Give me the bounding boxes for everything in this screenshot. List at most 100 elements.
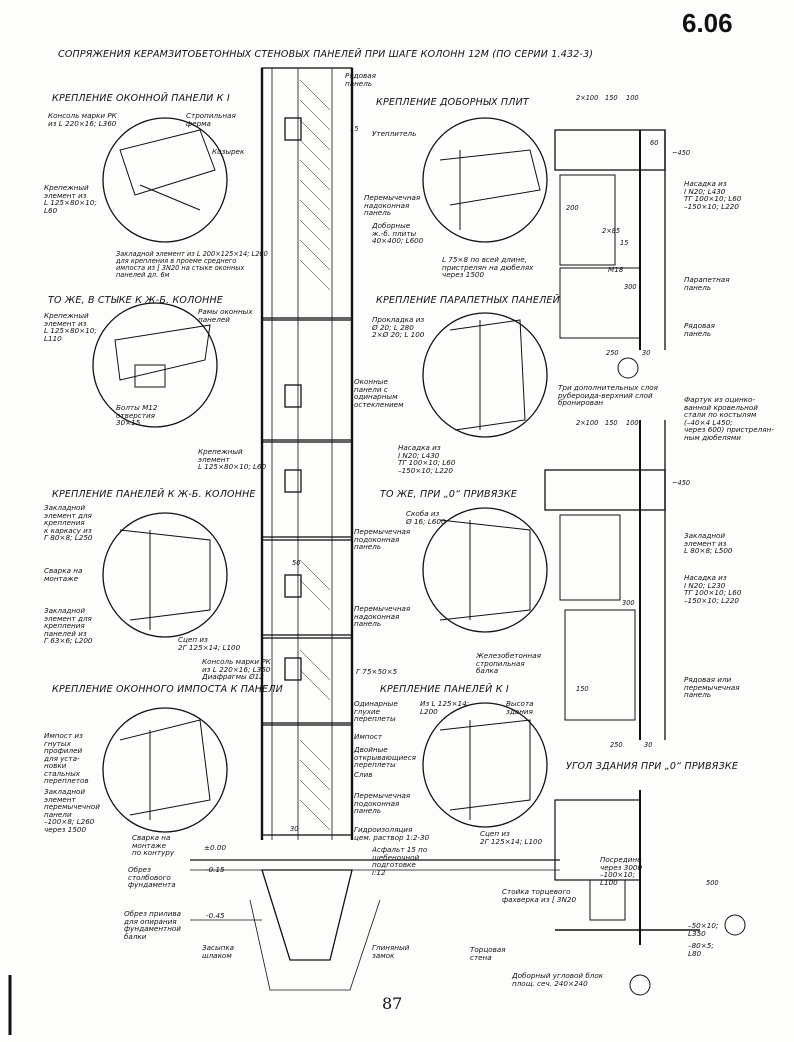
label-bracket: Скоба из Ø 16; L600 <box>406 509 446 526</box>
detail-impost <box>102 707 228 833</box>
label-beam-support: Обрез прилива для опирания фундаментной … <box>124 909 182 941</box>
label-foundation-cut: Обрез столбового фундамента <box>128 865 176 890</box>
label-waterproof: Гидроизоляция цем. раствор 1:2-30 <box>354 825 430 842</box>
detail-window-column <box>92 302 218 428</box>
dim-50-mid: 50 <box>292 559 301 567</box>
dim-250-bot: 250 <box>610 741 623 749</box>
dim-250-top: 250 <box>606 349 619 357</box>
dim-100-top: 100 <box>626 94 639 102</box>
label-l75: L 75×8 по всей длине, пристрелян на дюбе… <box>442 255 534 280</box>
label-window-frames: Рамы оконных панелей <box>198 307 253 324</box>
dim-150-beam: 150 <box>576 685 589 693</box>
dim-100-bot: 100 <box>626 419 639 427</box>
detail-zero-binding <box>422 507 548 633</box>
dim-500: 500 <box>706 879 719 887</box>
parapet-section-top <box>554 129 666 379</box>
label-rafter-truss: Стропильная ферма <box>186 111 236 128</box>
label-row-or-jumper: Рядовая или перемычечная панель <box>684 675 740 700</box>
section-window-impost: КРЕПЛЕНИЕ ОКОННОГО ИМПОСТА К ПАНЕЛИ <box>52 684 283 695</box>
label-building-height: Высота здания <box>506 699 534 716</box>
label-from-l125: Из L 125×14; L200 <box>420 699 470 716</box>
dim-60-top: 60 <box>650 139 659 147</box>
detail-panels-I <box>422 702 548 828</box>
dim-150-top: 150 <box>605 94 618 102</box>
dim-30-low: 30 <box>290 825 299 833</box>
label-embedded-impost: Закладной элемент из L 200×125×14; L200 … <box>116 250 268 279</box>
page-title: СОПРЯЖЕНИЯ КЕРАМЗИТОБЕТОННЫХ СТЕНОВЫХ ПА… <box>58 49 594 60</box>
dim-30-bot: 30 <box>644 741 653 749</box>
label-extra-corner: Доборный угловой блок площ. сеч. 240×240 <box>512 971 604 988</box>
label-jumper-overwindow: Перемычечная надоконная панель <box>354 604 411 629</box>
label-apron: Фартук из оцинко- ванной кровельной стал… <box>684 395 774 442</box>
label-fastening-3: Крепежный элемент L 125×80×10; L60 <box>198 447 267 472</box>
label-rc-beam: Железобетонная стропильная балка <box>476 651 541 676</box>
dim-30-top: 30 <box>642 349 651 357</box>
dim-450-top: ~450 <box>672 149 691 157</box>
label-insulation: Утеплитель <box>372 129 417 138</box>
label-hanger: Сцеп из 2Г 125×14; L100 <box>178 635 241 652</box>
label-weld-site: Сварка на монтаже <box>44 566 83 583</box>
page-number: 87 <box>382 994 403 1013</box>
label-minus045: -0.45 <box>206 911 225 920</box>
label-single-blind: Одинарные глухие переплеты <box>354 699 398 724</box>
section-extra-slabs: КРЕПЛЕНИЕ ДОБОРНЫХ ПЛИТ <box>376 97 529 108</box>
detail-window-panel <box>102 117 228 243</box>
label-spacer: Прокладка из Ø 20; L 280 2×Ø 20; L 100 <box>372 315 425 340</box>
dim-300-bot: 300 <box>622 599 635 607</box>
parapet-section-bottom <box>544 420 666 740</box>
label-fastening-1: Крепежный элемент из L 125×80×10; L60 <box>44 183 97 215</box>
label-embedded-panels: Закладной элемент для крепления панелей … <box>44 606 93 646</box>
label-zero-mark: ±0.00 <box>204 843 227 852</box>
label-window-single: Оконные панели с одинарным остеклением <box>354 377 404 409</box>
label-clay-lock: Глиняный замок <box>372 943 410 960</box>
label-weld-contour: Сварка на монтаже по контуру <box>132 833 175 858</box>
foundation-section <box>190 859 560 991</box>
section-panels-column: КРЕПЛЕНИЕ ПАНЕЛЕЙ К Ж-Б. КОЛОННЕ <box>52 489 256 500</box>
label-jumper-sill: Перемычечная подоконная панель <box>354 527 411 552</box>
label-row-panel-r: Рядовая панель <box>684 321 715 338</box>
label-cap2: Насадка из I N20; L230 ТГ 100×10; L60 –1… <box>684 573 742 605</box>
label-r80: –80×5; L80 <box>688 941 714 958</box>
label-jump-through: Посредине через 3000 –100×10; L100 <box>600 855 643 887</box>
label-fastening-2: Крепежный элемент из L 125×80×10; L110 <box>44 311 97 343</box>
sheet-number: 6.06 <box>682 8 733 38</box>
label-impost-profiles: Импост из гнутых профилей для уста- новк… <box>44 731 89 786</box>
label-embedded-frame: Закладной элемент для крепления к каркас… <box>44 503 93 543</box>
dim-200-top: 200 <box>566 204 579 212</box>
label-bolts: Болты М12 отверстия 30×15 <box>116 403 158 428</box>
label-cap-left: Насадка из I N20; L430 ТГ 100×10; L60 –1… <box>398 443 456 475</box>
dim-300-top: 300 <box>624 283 637 291</box>
label-end-wall: Торцовая стена <box>470 945 506 962</box>
dim-15-mid: 15 <box>350 125 359 133</box>
dim-2x85: 2×85 <box>602 227 621 235</box>
label-embedded-jumper: Закладной элемент перемычечной панели –1… <box>44 787 100 834</box>
central-wall-elevation <box>260 67 354 840</box>
label-jumper-over: Перемычечная надоконная панель <box>364 193 421 218</box>
section-window-panel: КРЕПЛЕНИЕ ОКОННОЙ ПАНЕЛИ К I <box>52 93 230 104</box>
label-minus015: -0.15 <box>206 865 225 874</box>
dim-15-top: 15 <box>620 239 629 247</box>
label-asphalt: Асфальт 15 по щебеночной подготовке i:12 <box>372 845 428 877</box>
label-angle-75: Г 75×50×5 <box>356 667 398 676</box>
label-drain: Слив <box>354 770 373 779</box>
dim-2x100-top: 2×100 <box>576 94 599 102</box>
section-zero-binding: ТО ЖЕ, ПРИ „0“ ПРИВЯЗКЕ <box>380 489 518 500</box>
label-parapet-panel: Парапетная панель <box>684 275 730 292</box>
label-r50: –50×10; L350 <box>688 921 719 938</box>
label-embedded-l80: Закладной элемент из L 80×8; L500 <box>684 531 733 556</box>
label-end-frame-post: Стойка торцевого фахверка из [ 3N20 <box>502 887 577 904</box>
label-m18: М18 <box>608 265 624 274</box>
section-parapet-panels: КРЕПЛЕНИЕ ПАРАПЕТНЫХ ПАНЕЛЕЙ <box>376 295 560 306</box>
section-window-column: ТО ЖЕ, В СТЫКЕ К Ж-Б. КОЛОННЕ <box>48 295 224 306</box>
section-panels-I: КРЕПЛЕНИЕ ПАНЕЛЕЙ К I <box>380 684 509 695</box>
section-building-corner: УГОЛ ЗДАНИЯ ПРИ „0“ ПРИВЯЗКЕ <box>566 761 739 772</box>
detail-parapet <box>422 312 548 438</box>
label-jumper-sill-2: Перемычечная подоконная панель <box>354 791 411 816</box>
label-cap1: Насадка из I N20; L430 ТГ 100×10; L60 –1… <box>684 179 742 211</box>
corner-section <box>554 790 746 996</box>
label-extra-slab: Доборные ж.-б. плиты 40×400; L600 <box>372 221 424 246</box>
label-canopy: Козырек <box>212 147 245 156</box>
detail-panels-column <box>102 512 228 638</box>
dim-2x100-bot: 2×100 <box>576 419 599 427</box>
label-console-pk: Консоль марки РК из L 220×16; L360 <box>48 111 117 128</box>
